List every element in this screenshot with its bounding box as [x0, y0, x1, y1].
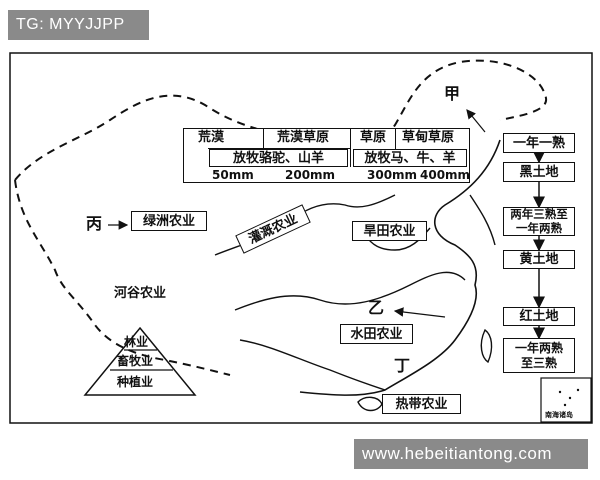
- south-china-sea-inset: [540, 377, 592, 423]
- pyramid-animal-husbandry: 畜牧业: [117, 354, 154, 368]
- flow-step-three-in-two: 两年三熟至一年两熟: [503, 207, 575, 236]
- national-border: [14, 59, 548, 181]
- livestock-camel-box: 放牧骆驼、山羊: [209, 149, 348, 167]
- region-oasis: 绿洲农业: [131, 211, 207, 231]
- flow-step-two-to-three: 一年两熟至三熟: [503, 338, 575, 373]
- national-border-west: [14, 179, 231, 376]
- marker-bing: 丙: [86, 214, 103, 233]
- zone-meadow-steppe-label: 草甸草原: [402, 130, 455, 145]
- watermark-bottom: www.hebeitiantong.com: [354, 439, 588, 469]
- inset-south-china-sea-label: 南海诸岛: [545, 411, 573, 419]
- region-valley: 河谷农业: [114, 286, 167, 301]
- taiwan-island: [480, 328, 493, 364]
- jia-arrow: [466, 109, 486, 133]
- hainan-island: [357, 396, 383, 412]
- region-tropical: 热带农业: [382, 394, 461, 414]
- marker-jia: 甲: [444, 84, 461, 103]
- agriculture-pyramid: [83, 326, 197, 396]
- legend-divider: [208, 148, 350, 149]
- yi-arrow: [393, 307, 446, 318]
- zone-desert-label: 荒漠: [198, 130, 225, 145]
- rainfall-50mm: 50mm: [212, 168, 254, 182]
- terrain-line-3: [239, 339, 386, 391]
- region-paddy: 水田农业: [340, 324, 413, 344]
- watermark-top: TG: MYYJJPP: [8, 10, 149, 40]
- map-frame: [9, 52, 593, 424]
- rainfall-200mm: 200mm: [285, 168, 336, 182]
- marker-ding: 丁: [394, 356, 411, 375]
- pyramid-crop-farming: 种植业: [117, 375, 154, 389]
- flow-step-red-soil: 红土地: [503, 307, 575, 326]
- legend-divider: [395, 129, 396, 149]
- legend-divider: [263, 129, 264, 149]
- inset-island-dot: [576, 388, 580, 392]
- flow-step-one-crop: 一年一熟: [503, 133, 575, 153]
- rainfall-300mm: 300mm: [367, 168, 418, 182]
- flow-step-yellow-soil: 黄土地: [503, 250, 575, 269]
- marker-yi: 乙: [368, 298, 385, 317]
- inset-island-dot: [558, 390, 562, 394]
- zone-desert-steppe-label: 荒漠草原: [277, 130, 330, 145]
- inset-island-dot: [568, 396, 572, 400]
- inset-island-dot: [563, 403, 567, 407]
- flow-step-black-soil: 黑土地: [503, 162, 575, 182]
- livestock-horse-box: 放牧马、牛、羊: [353, 149, 467, 167]
- terrain-line-2: [234, 271, 466, 311]
- pyramid-forestry: 林业: [124, 335, 149, 349]
- legend-divider: [350, 129, 351, 167]
- zone-steppe-label: 草原: [360, 130, 387, 145]
- region-dryland: 旱田农业: [352, 221, 427, 241]
- rainfall-400mm: 400mm: [420, 168, 471, 182]
- terrain-line-5: [469, 194, 496, 246]
